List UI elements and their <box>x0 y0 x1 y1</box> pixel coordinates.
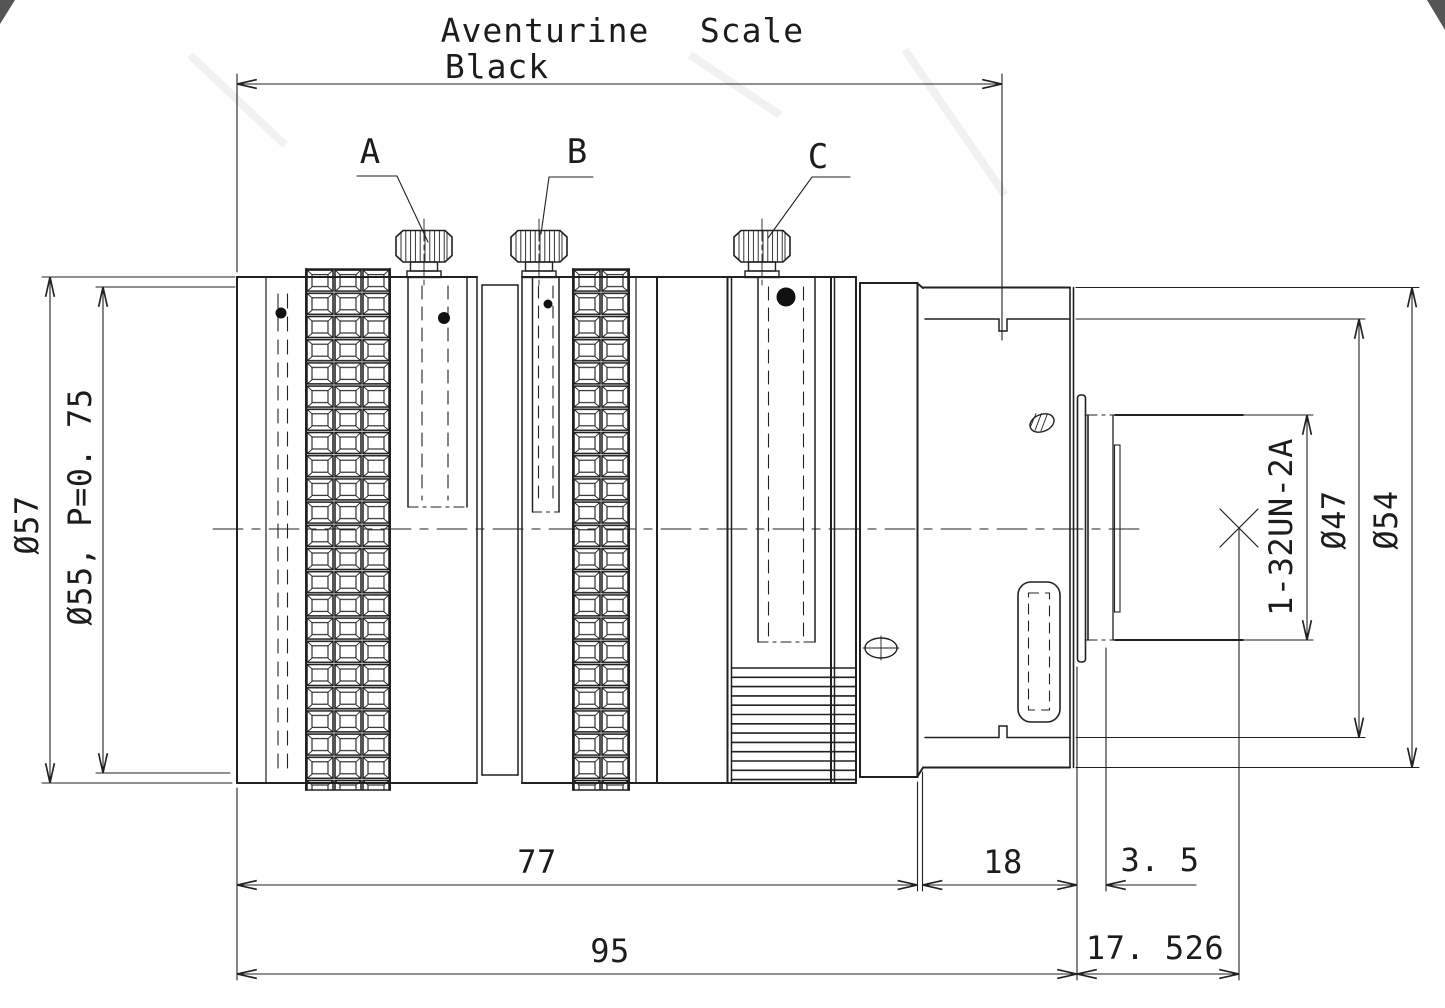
dim-phi47-label: Ø47 <box>1315 490 1353 549</box>
scan-streak <box>901 47 1009 198</box>
screw-callouts: A B C <box>356 132 851 243</box>
focus-ring-knurl-1 <box>305 268 391 791</box>
dim-mount-thread-label: 1-32UN-2A <box>1262 438 1300 616</box>
dimensions: Aventurine Black Scale Ø57 Ø55, P=0. 75 … <box>8 11 1420 981</box>
inner-cylinder-top-edge <box>924 318 1071 332</box>
leader-b <box>540 176 594 235</box>
dim-17-526-label: 17. 526 <box>1086 929 1224 967</box>
dim-95: 95 <box>236 666 1078 981</box>
dim-18: 18 <box>921 771 1078 892</box>
c-mount <box>1084 414 1259 641</box>
thumbscrew-c <box>733 218 791 288</box>
thumbscrew-b <box>510 218 568 288</box>
filter-thread-detail <box>265 276 289 784</box>
dim-17-526: 17. 526 <box>1076 527 1240 981</box>
hatched-screw <box>1029 413 1055 433</box>
rear-element-edge <box>1113 444 1121 613</box>
dim-95-label: 95 <box>590 932 630 970</box>
title-line1: Aventurine <box>441 11 650 50</box>
index-dot-a <box>438 312 450 324</box>
grip-ribs <box>730 667 856 781</box>
section-c-ring <box>726 276 856 784</box>
dim-3-5: 3. 5 <box>1105 647 1199 892</box>
scan-corner-top-left <box>0 0 15 24</box>
leader-c <box>767 176 851 239</box>
dim-3-5-label: 3. 5 <box>1120 841 1199 879</box>
index-dot-b <box>543 299 553 309</box>
rear-section-2 <box>916 282 1075 778</box>
neck-groove <box>476 276 523 784</box>
flange-plate <box>1076 394 1087 663</box>
dim-phi54-label: Ø54 <box>1367 490 1405 549</box>
dim-phi57-label: Ø57 <box>8 495 46 554</box>
title-line2: Black <box>445 47 549 86</box>
index-dot-front <box>275 307 287 319</box>
dim-phi55: Ø55, P=0. 75 <box>61 286 236 774</box>
dim-phi57: Ø57 <box>8 276 236 784</box>
dim-mount-thread: 1-32UN-2A <box>1242 414 1314 641</box>
side-screw-cross <box>862 635 900 661</box>
slot-window <box>1017 581 1061 723</box>
focus-ring-knurl-2 <box>572 268 630 791</box>
dim-phi55-label: Ø55, P=0. 75 <box>61 388 99 625</box>
mid-section-lines <box>635 276 658 784</box>
section-b-slot <box>531 276 560 513</box>
rear-section-1 <box>859 282 919 778</box>
dim-top: Aventurine Black Scale <box>236 11 1003 341</box>
dim-77: 77 <box>236 781 919 981</box>
inner-cylinder-bottom-edge <box>924 725 1071 739</box>
dim-phi54: Ø54 <box>1075 286 1420 769</box>
section-a-slot <box>407 276 468 508</box>
dim-phi47: Ø47 <box>1075 318 1366 739</box>
thumbscrew-a <box>395 218 453 288</box>
screw-label-a: A <box>360 132 380 172</box>
dim-18-label: 18 <box>983 843 1023 881</box>
screw-label-b: B <box>567 132 587 172</box>
screw-label-c: C <box>808 137 828 177</box>
lens-body <box>236 268 1259 791</box>
index-dot-c <box>776 287 796 307</box>
scale-label: Scale <box>700 11 804 50</box>
leader-a <box>356 175 429 243</box>
scan-corner-top-right <box>1427 0 1445 30</box>
dim-77-label: 77 <box>517 843 557 881</box>
